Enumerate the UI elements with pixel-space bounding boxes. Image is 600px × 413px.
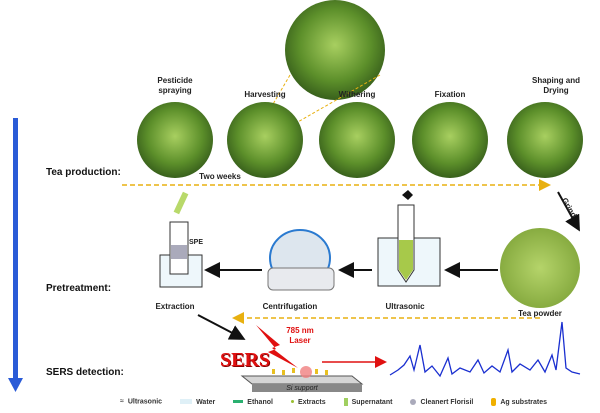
ultrasonic-bath-icon [377, 190, 441, 287]
stage-pretreatment: Pretreatment: [46, 283, 112, 294]
legend-ethanol: Ethanol [233, 399, 273, 406]
label-shaping-drying: Shaping and Drying [532, 76, 580, 95]
label-ultrasonic: Ultrasonic [385, 302, 425, 311]
legend-ultrasonic: ≈Ultrasonic [120, 398, 163, 406]
harvest-zoom-photo [285, 0, 385, 100]
label-fixation: Fixation [434, 90, 466, 99]
shaping-photo [507, 102, 583, 178]
legend-cleanert-florisil: Cleanert Florisil [410, 399, 473, 406]
fixation-photo [412, 102, 488, 178]
legend-supernatant: Supernatant [343, 398, 392, 406]
centrifuge-icon [267, 229, 335, 291]
label-harvesting: Harvesting [244, 90, 286, 99]
spe-extraction-icon [159, 191, 203, 288]
legend-water: Water [180, 399, 215, 406]
laser-bolt-icon [256, 325, 298, 368]
label-laser: 785 nm Laser [286, 326, 314, 345]
harvesting-photo [227, 102, 303, 178]
label-tea-powder: Tea powder [518, 309, 562, 318]
timeline-arrow [8, 118, 23, 392]
label-centrifugation: Centrifugation [262, 302, 318, 311]
pesticide-photo [137, 102, 213, 178]
label-withering: Withering [338, 90, 376, 99]
tea-powder-photo [500, 228, 580, 308]
label-two-weeks: Two weeks [199, 172, 241, 181]
legend-ag-substrates: Ag substrates [491, 398, 547, 406]
legend-extracts: Extracts [290, 399, 326, 406]
label-extraction: Extraction [155, 302, 195, 311]
label-pesticide-spraying: Pesticide spraying [157, 76, 193, 95]
withering-photo [319, 102, 395, 178]
legend: ≈Ultrasonic Water Ethanol Extracts Super… [120, 398, 590, 406]
si-support-slab [240, 375, 364, 392]
stage-tea-production: Tea production: [46, 167, 121, 178]
sers-spectrum [389, 321, 581, 378]
label-spe: SPE [189, 239, 204, 246]
sers-title: SERS [220, 349, 271, 371]
stage-sers-detection: SERS detection: [46, 367, 124, 378]
label-si-support: Si support [286, 385, 318, 392]
